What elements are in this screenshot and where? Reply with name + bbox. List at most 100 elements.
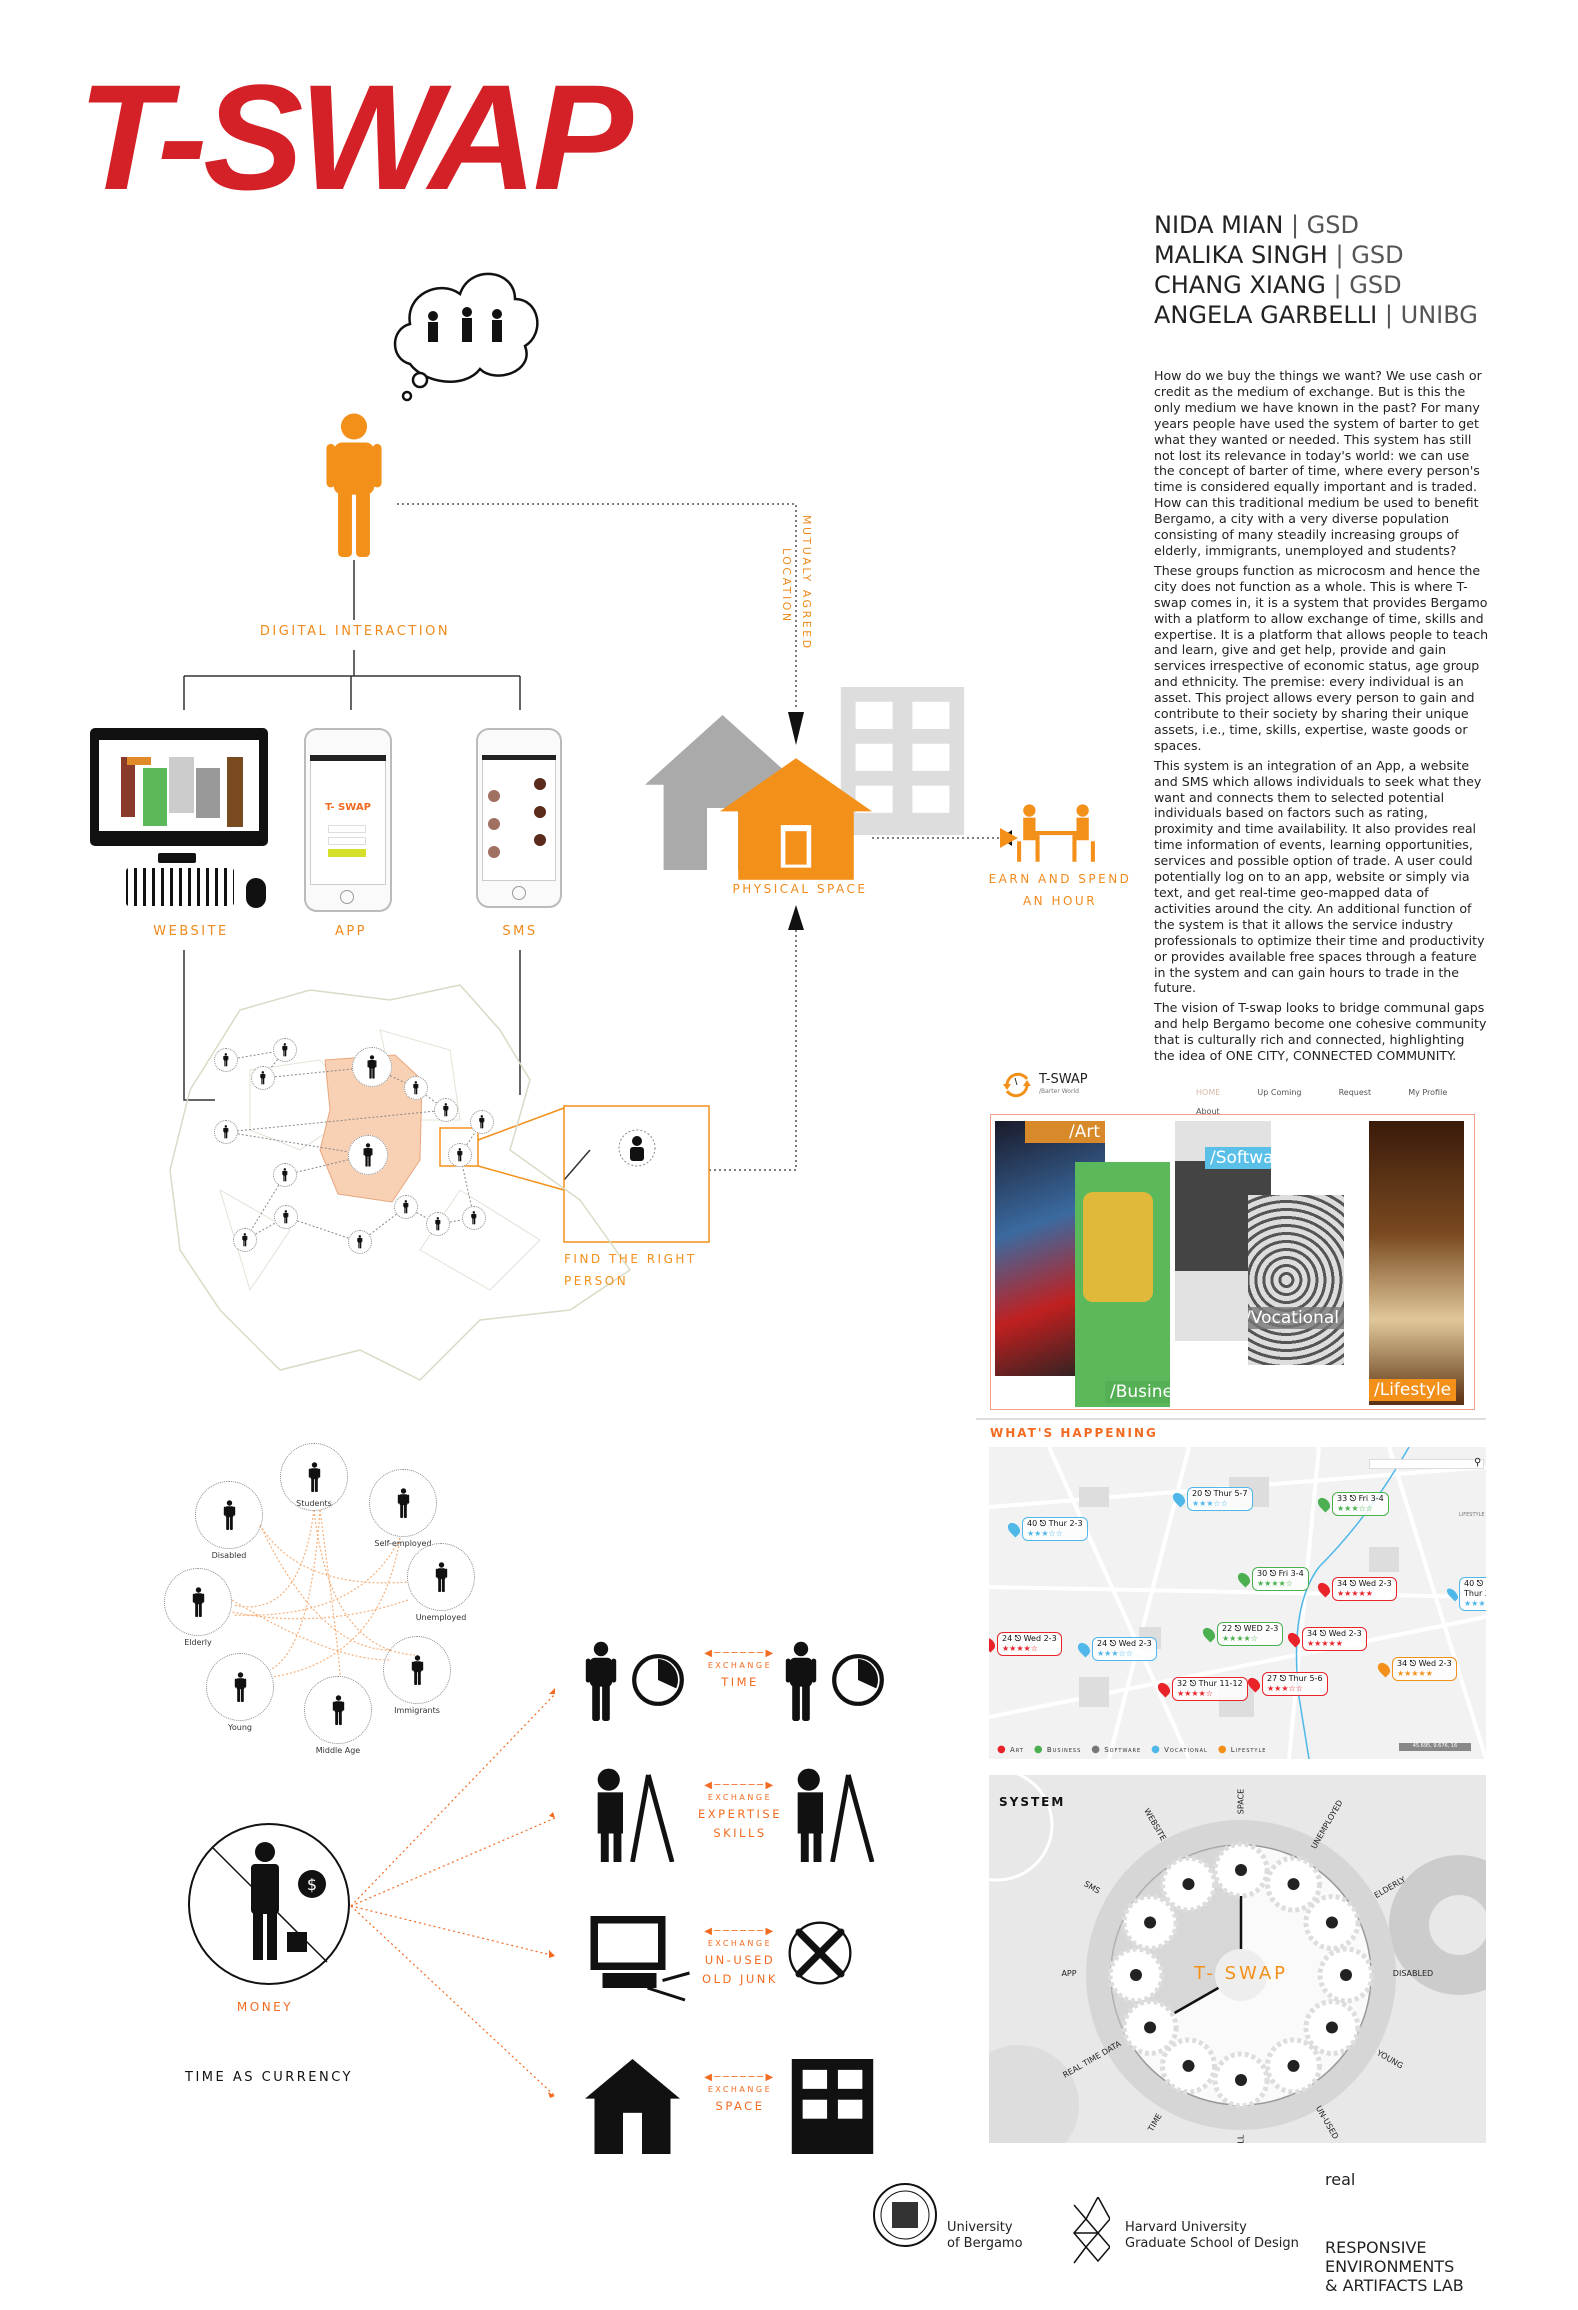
map-marker-icon[interactable] [1155, 1680, 1173, 1698]
harvard-gsd-logo [1070, 2197, 1110, 2267]
person-icon [411, 1655, 424, 1685]
event-pin[interactable]: 40 ⎋ Thur 2-3★★★☆☆ [1445, 1577, 1486, 1611]
tile-art-label: /Art [1025, 1121, 1105, 1143]
coordinates-readout: 45.695, 9.676, 16 [1399, 1743, 1471, 1751]
website-preview [99, 740, 259, 831]
map-marker-icon[interactable] [1315, 1580, 1333, 1598]
event-pin[interactable]: 27 ⎋ Thur 5-6★★★☆☆ [1245, 1672, 1328, 1696]
person-icon [332, 1695, 345, 1725]
sms-label: SMS [502, 924, 538, 939]
group-label: Middle Age [315, 1746, 361, 1755]
tile-lifestyle[interactable]: /Lifestyle [1369, 1121, 1464, 1405]
app-label: APP [334, 924, 368, 939]
event-card[interactable]: 22 ⎋ WED 2-3★★★★☆ [1217, 1622, 1284, 1646]
map-marker-icon[interactable] [1375, 1660, 1393, 1678]
nav-about[interactable]: About [1196, 1107, 1220, 1116]
nav-my-profile[interactable]: My Profile [1408, 1088, 1448, 1097]
rating-stars: ★★★★★ [1337, 1589, 1373, 1598]
paragraph: How do we buy the things we want? We use… [1154, 368, 1482, 558]
clock-icon [630, 1652, 686, 1708]
wheelchair-icon [223, 1500, 236, 1530]
clock-icon [830, 1652, 886, 1708]
map-marker-icon[interactable] [1005, 1520, 1023, 1538]
event-card[interactable]: 27 ⎋ Thur 5-6★★★☆☆ [1262, 1672, 1328, 1696]
event-pin[interactable]: 40 ⎋ Thur 2-3★★★☆☆ [1005, 1517, 1088, 1541]
tile-software-label: /Software [1205, 1147, 1271, 1169]
system-node-icon [1182, 1878, 1195, 1891]
system-node-icon [1182, 2059, 1195, 2072]
event-pin[interactable]: 32 ⎋ Thur 11-12★★★★☆ [1155, 1677, 1248, 1701]
event-pin[interactable]: 34 ⎋ Wed 2-3★★★★★ [1285, 1627, 1367, 1651]
event-pin[interactable]: 34 ⎋ Wed 2-3★★★★★ [1375, 1657, 1457, 1681]
group-label: Students [296, 1499, 332, 1508]
map-marker-icon[interactable] [1235, 1570, 1253, 1588]
map-district-label: LIFESTYLE [1459, 1512, 1485, 1518]
search-icon[interactable]: ⚲ [1474, 1457, 1482, 1468]
events-map[interactable]: ⚲ LIFESTYLE 40 ⎋ Thur 2-3★★★☆☆ 20 ⎋ Thur … [989, 1447, 1486, 1759]
double-arrow-icon: ◀──────▶ [704, 2072, 776, 2083]
map-search-input[interactable] [1369, 1459, 1484, 1469]
nav-request[interactable]: Request [1338, 1088, 1372, 1097]
event-card[interactable]: 33 ⎋ Fri 3-4★★★☆☆ [1332, 1492, 1389, 1516]
map-marker-icon[interactable] [1075, 1640, 1093, 1658]
system-center-label: T- SWAP [1194, 1963, 1288, 1984]
system-node-icon [1235, 2074, 1247, 2086]
event-pin[interactable]: 20 ⎋ Thur 5-7★★★☆☆ [1170, 1487, 1253, 1511]
event-card[interactable]: 30 ⎋ Fri 3-4★★★★☆ [1252, 1567, 1309, 1591]
person-icon [585, 1635, 617, 1727]
bergamo-network-map [160, 970, 645, 1390]
event-pin[interactable]: 24 ⎋ Wed 2-3★★★☆☆ [1075, 1637, 1157, 1661]
map-marker-icon[interactable] [1285, 1630, 1303, 1648]
event-pin[interactable]: 30 ⎋ Fri 3-4★★★★☆ [1235, 1567, 1309, 1591]
tile-business[interactable]: /Business [1075, 1162, 1170, 1407]
rating-stars: ★★★☆☆ [1464, 1599, 1486, 1608]
event-card[interactable]: 20 ⎋ Thur 5-7★★★☆☆ [1187, 1487, 1253, 1511]
event-card[interactable]: 34 ⎋ Wed 2-3★★★★★ [1392, 1657, 1457, 1681]
physical-space-label: PHYSICAL SPACE [732, 882, 868, 896]
event-pin[interactable]: 33 ⎋ Fri 3-4★★★☆☆ [1315, 1492, 1389, 1516]
person-icon [192, 1587, 205, 1617]
hairdresser-icon [785, 1767, 880, 1862]
event-card[interactable]: 24 ⎋ Wed 2-3★★★★☆ [997, 1632, 1062, 1656]
website-logo[interactable]: T-SWAP [1039, 1072, 1088, 1087]
nav-upcoming[interactable]: Up Coming [1257, 1088, 1302, 1097]
author: MALIKA SINGH | GSD [1154, 241, 1404, 269]
map-marker-icon[interactable] [1315, 1495, 1333, 1513]
system-node-icon [1287, 2059, 1300, 2072]
map-marker-icon[interactable] [1200, 1625, 1218, 1643]
event-card[interactable]: 34 ⎋ Wed 2-3★★★★★ [1302, 1627, 1367, 1651]
university-of-bergamo-seal [872, 2182, 938, 2248]
person-node-icon [274, 1205, 298, 1229]
whats-happening-title: WHAT'S HAPPENING [990, 1426, 1158, 1440]
meeting-table-icon [1015, 800, 1097, 862]
map-marker-icon: ● [1151, 1744, 1161, 1755]
person-node-icon [348, 1135, 388, 1175]
author: CHANG XIANG | GSD [1154, 271, 1402, 299]
map-marker-icon[interactable] [1170, 1490, 1188, 1508]
event-pin[interactable]: 24 ⎋ Wed 2-3★★★★☆ [989, 1632, 1062, 1656]
tile-lifestyle-label: /Lifestyle [1369, 1379, 1457, 1401]
map-marker-icon[interactable] [1245, 1675, 1263, 1693]
nav-home[interactable]: HOME [1196, 1088, 1221, 1097]
website-nav: HOME Up Coming Request My Profile About [1164, 1080, 1479, 1118]
rating-stars: ★★★☆☆ [1097, 1649, 1133, 1658]
group-label: Elderly [184, 1638, 212, 1647]
tile-vocational[interactable]: /Vocational [1248, 1195, 1344, 1365]
event-card[interactable]: 40 ⎋ Thur 2-3★★★☆☆ [1459, 1577, 1486, 1611]
event-pin[interactable]: 22 ⎋ WED 2-3★★★★☆ [1200, 1622, 1284, 1646]
event-card[interactable]: 24 ⎋ Wed 2-3★★★☆☆ [1092, 1637, 1157, 1661]
author: ANGELA GARBELLI | UNIBG [1154, 301, 1478, 329]
event-card[interactable]: 34 ⎋ Wed 2-3★★★★★ [1332, 1577, 1397, 1601]
person-node-icon [214, 1048, 238, 1072]
event-card[interactable]: 40 ⎋ Thur 2-3★★★☆☆ [1022, 1517, 1088, 1541]
event-card[interactable]: 32 ⎋ Thur 11-12★★★★☆ [1172, 1677, 1248, 1701]
event-pin[interactable]: 34 ⎋ Wed 2-3★★★★★ [1315, 1577, 1397, 1601]
paragraph: This system is an integration of an App,… [1154, 757, 1485, 996]
rating-stars: ★★★★☆ [1222, 1634, 1258, 1643]
